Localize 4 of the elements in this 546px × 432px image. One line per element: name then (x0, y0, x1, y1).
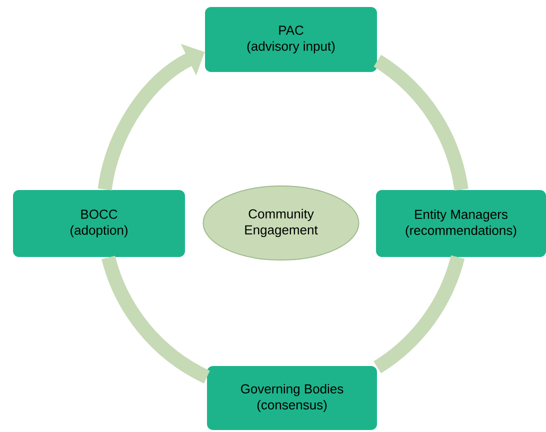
process-box: BOCC (adoption) (13, 190, 185, 257)
process-box: Governing Bodies (consensus) (207, 366, 377, 430)
process-box: PAC (advisory input) (205, 7, 377, 72)
process-box: Entity Managers (recommendations) (376, 190, 546, 257)
